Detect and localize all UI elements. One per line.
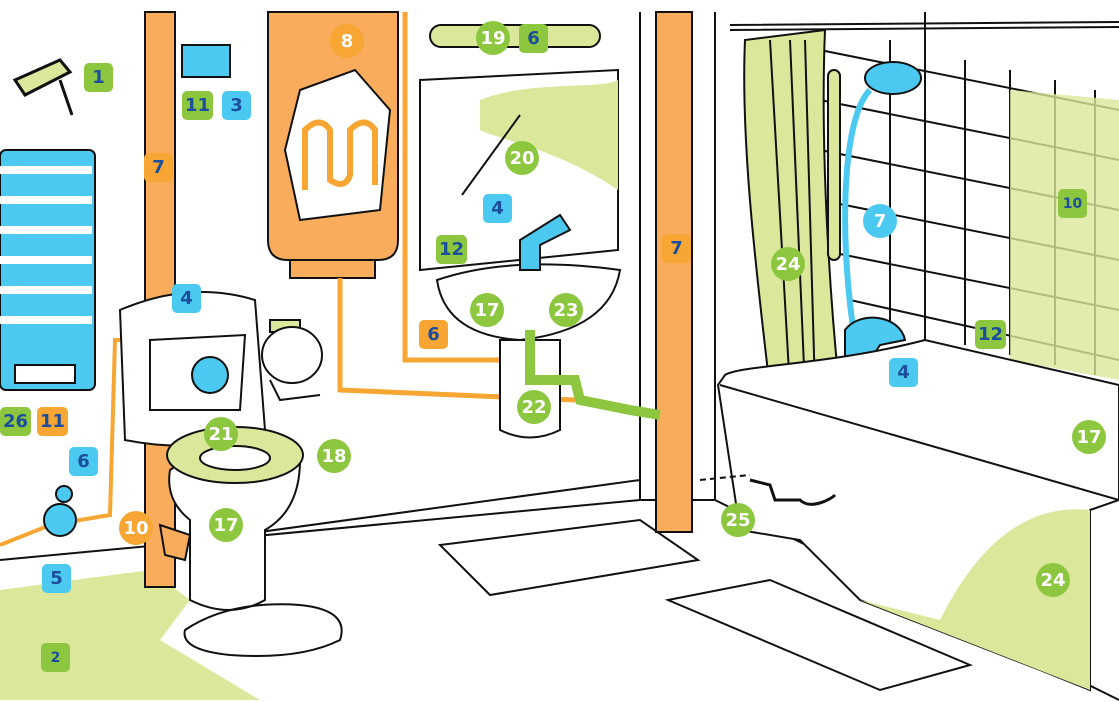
sink-faucet (519, 213, 572, 271)
label-6: 6 (69, 447, 98, 476)
towel-radiator (0, 149, 96, 391)
water-heater-cutaway (283, 68, 392, 222)
label-7: 7 (144, 153, 173, 182)
label-1: 1 (84, 63, 113, 92)
label-21: 21 (204, 417, 238, 451)
bath-drain-pipe (699, 474, 751, 481)
mirror-reflection (480, 80, 618, 190)
water-heater-pipes (337, 12, 576, 403)
label-10: 10 (1058, 189, 1087, 218)
bathtub-panel-green (860, 509, 1090, 690)
label-11: 11 (37, 407, 69, 436)
heating-element (302, 119, 378, 190)
shower-rail (729, 21, 1119, 31)
pipe-right (655, 11, 693, 533)
label-3: 3 (222, 91, 251, 120)
toilet-drain (158, 523, 192, 562)
shower-hose (842, 87, 873, 341)
lamp (429, 24, 601, 48)
shower-curtain-folds (769, 39, 816, 391)
water-heater-base (289, 259, 376, 279)
bathtub-rim (719, 384, 1119, 501)
water-valve-knob (55, 485, 73, 503)
label-18: 18 (317, 439, 351, 473)
label-5: 5 (42, 564, 71, 593)
toilet-mat (183, 603, 343, 657)
water-pipe-meter (0, 338, 130, 547)
label-24: 24 (1036, 563, 1070, 597)
bath-drain (749, 478, 837, 506)
label-12: 12 (975, 320, 1007, 349)
toilet-float-valve (191, 356, 229, 394)
floor-mat (664, 578, 974, 692)
label-19: 19 (476, 21, 510, 55)
label-11: 11 (182, 91, 214, 120)
label-17: 17 (209, 508, 243, 542)
label-26: 26 (0, 407, 32, 436)
water-meter (43, 503, 77, 537)
label-7: 7 (662, 234, 691, 263)
label-4: 4 (483, 194, 512, 223)
label-22: 22 (517, 390, 551, 424)
label-24: 24 (771, 247, 805, 281)
label-4: 4 (889, 358, 918, 387)
label-25: 25 (721, 503, 755, 537)
toilet-paper-holder (261, 319, 323, 402)
vent (181, 44, 231, 78)
toilet-seat-opening (199, 445, 271, 471)
label-17: 17 (470, 293, 504, 327)
sink (435, 263, 622, 342)
label-4: 4 (172, 284, 201, 313)
label-20: 20 (505, 141, 539, 175)
label-10: 10 (119, 511, 153, 545)
label-6: 6 (519, 24, 548, 53)
wall-tiles (819, 40, 1119, 380)
label-7: 7 (863, 204, 897, 238)
shower-head (864, 61, 922, 95)
label-17: 17 (1072, 420, 1106, 454)
mirror-glint (461, 114, 521, 196)
shower-slide-bar (827, 69, 841, 261)
label-23: 23 (549, 293, 583, 327)
label-8: 8 (330, 24, 364, 58)
paint-roller (12, 58, 74, 116)
bath-mat (437, 518, 701, 597)
sink-siphon (525, 330, 661, 420)
bath-faucet (844, 316, 907, 361)
label-2: 2 (41, 643, 70, 672)
label-12: 12 (436, 235, 468, 264)
label-6: 6 (419, 320, 448, 349)
